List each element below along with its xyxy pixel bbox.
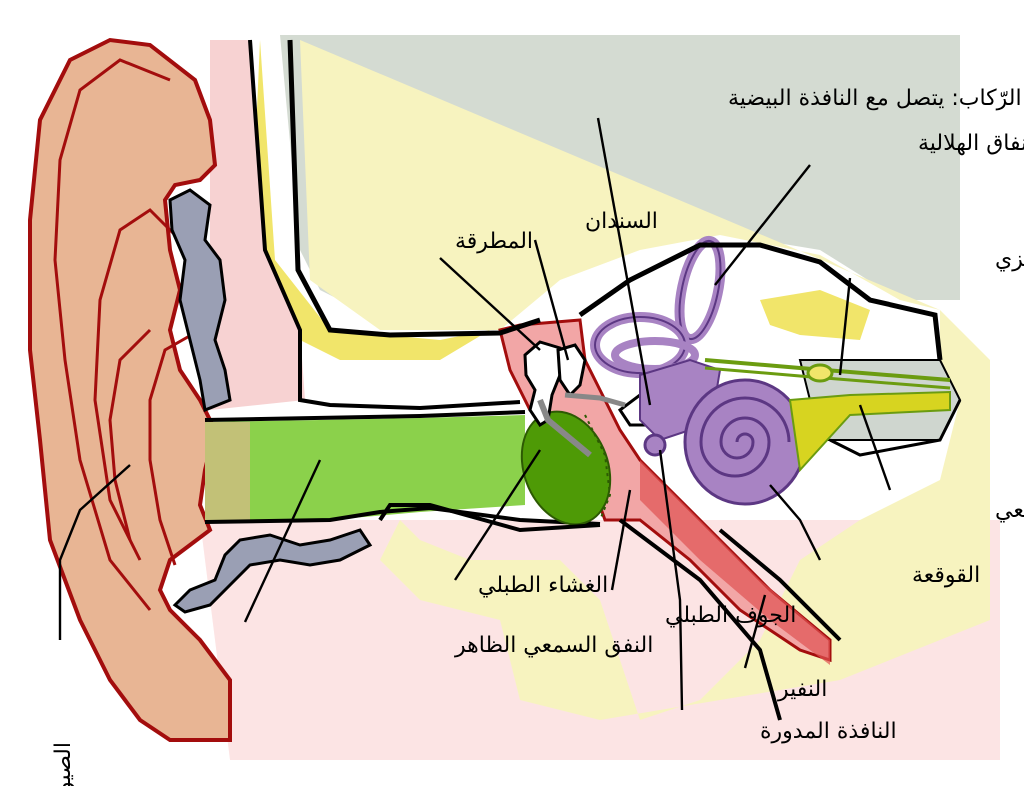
leader-cochlear-nerve (858, 404, 892, 491)
leader-tympanic-cavity (610, 489, 632, 591)
ear-canal (205, 415, 525, 520)
outline-right-lower (829, 399, 962, 457)
label-semicircular-canals: الأنفاق الهلالية (918, 129, 1024, 156)
temporal-bone (300, 40, 990, 720)
label-malleus: المطرقة (455, 229, 533, 254)
outline-lower-bone (378, 503, 601, 533)
leader-eustachian-tube (743, 594, 767, 669)
label-vestibular-nerve: العصب الدهليزي (995, 247, 1024, 272)
leader-incus (533, 239, 570, 361)
label-tympanic-membrane: الغشاء الطبلي (478, 573, 608, 598)
semicircular-canal-superior-outline (678, 239, 722, 341)
outline-canal-outer (248, 39, 521, 411)
outline-skull-inner (287, 39, 541, 338)
label-eustachian-tube: النفير (777, 677, 827, 702)
round-window-shape (643, 433, 667, 457)
label-auricle: الصيوان (51, 742, 76, 786)
eustachian-tube-outline-upper (618, 518, 782, 721)
leader-auricle (58, 464, 131, 640)
semicircular-canal-lateral (611, 337, 699, 373)
bone-highlight-right (760, 290, 870, 340)
label-tympanic-cavity: الجوف الطبلي (665, 603, 796, 628)
leader-stapes (596, 117, 652, 406)
tympanic-membrane-dotted-edge (584, 414, 612, 521)
auricle-fold-4 (148, 328, 201, 566)
label-incus: السندان (585, 209, 658, 234)
auricle-shape (28, 37, 232, 742)
ear-canal-fade (205, 422, 250, 520)
eustachian-tube-outline-lower (718, 528, 842, 642)
malleus-handle (537, 398, 592, 458)
cochlea-spiral (699, 396, 791, 478)
leader-cochlea (769, 484, 822, 561)
outline-skull-right (578, 242, 943, 361)
label-stapes: الرّكاب: يتصل مع النافذة البيضية (728, 86, 1022, 111)
auricle-fold-2 (93, 208, 182, 561)
cartilage-lower (172, 528, 373, 614)
incus-shape (556, 343, 587, 398)
auricle-fold-1 (53, 58, 171, 611)
leader-tympanic-membrane (453, 449, 542, 581)
auricle-fold-3 (108, 328, 152, 541)
leader-ear-canal (243, 459, 322, 623)
label-cochlea: القوقعة (912, 563, 980, 588)
leader-round-window (658, 449, 684, 711)
ossicle-link (564, 392, 626, 408)
leader-vestibular-nerve (838, 277, 852, 376)
cartilage-upper (168, 188, 232, 413)
ear-canal-upper-wall (204, 410, 526, 422)
label-cochlear-nerve: العصب القوقعي (995, 498, 1024, 523)
leader-malleus (439, 257, 541, 351)
label-ear-canal: النفق السمعي الظاهر (454, 633, 653, 658)
canal-skin-strip (210, 40, 305, 410)
leader-semicircular-canals (714, 164, 811, 286)
label-round-window: النافذة المدورة (760, 719, 897, 744)
vestibular-ganglion (806, 363, 834, 383)
eustachian-tube-shape (640, 460, 830, 665)
cochlear-nerve-shape (788, 390, 951, 473)
ear-canal-lower-wall (204, 505, 601, 526)
